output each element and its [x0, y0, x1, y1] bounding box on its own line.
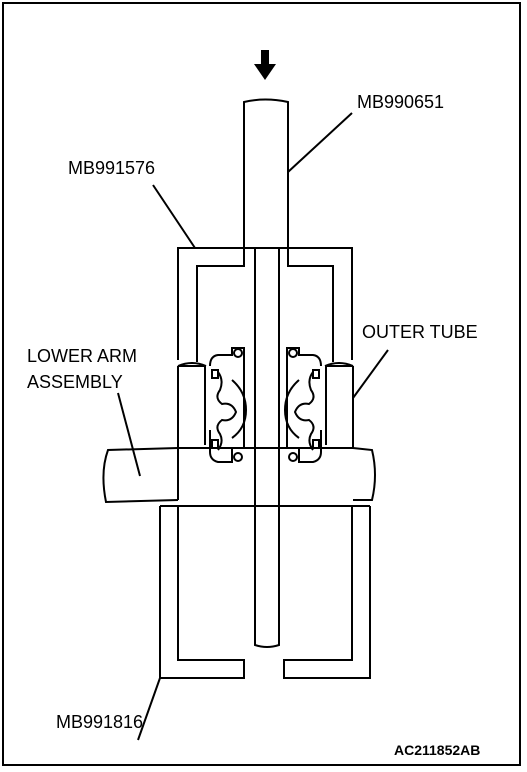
label-mb991576: MB991576 — [68, 158, 156, 178]
leader-lower-arm — [117, 392, 141, 477]
label-lower-arm-line2: ASSEMBLY — [27, 372, 123, 392]
arm-boss — [177, 366, 354, 449]
leader-outer-tube — [352, 349, 389, 399]
figure-frame — [2, 2, 521, 766]
leader-mb990651 — [287, 112, 353, 173]
leader-mb991576 — [152, 184, 196, 249]
bar-mb990651 — [243, 98, 289, 248]
figure-code: AC211852AB — [394, 742, 481, 758]
leader-mb991816 — [137, 677, 161, 741]
label-outer-tube: OUTER TUBE — [362, 322, 478, 342]
label-mb991816: MB991816 — [56, 712, 144, 732]
bushing-right — [283, 347, 327, 463]
label-mb990651: MB990651 — [357, 92, 445, 112]
lower-arm — [102, 447, 179, 504]
label-lower-arm-line1: LOWER ARM — [27, 346, 138, 366]
central-rod — [254, 248, 280, 648]
tool-mb991816 — [159, 506, 245, 679]
tool-mb991576 — [177, 247, 245, 362]
bushing-left — [204, 347, 248, 463]
press-arrow-icon — [254, 50, 276, 80]
